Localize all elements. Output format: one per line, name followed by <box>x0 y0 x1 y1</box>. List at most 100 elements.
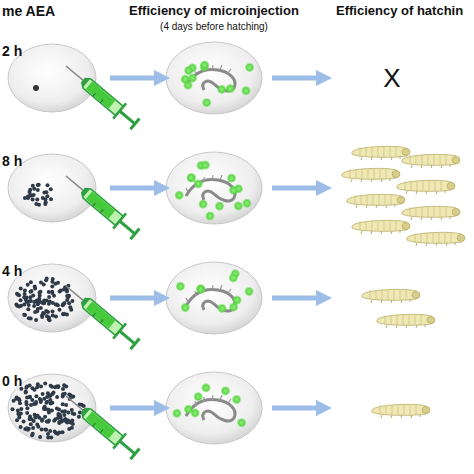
nucleus <box>24 386 28 390</box>
embryo <box>186 395 235 421</box>
nucleus <box>23 289 27 293</box>
column-heading: me AEA <box>2 4 55 19</box>
fluorescent-cell <box>205 211 215 221</box>
nucleus <box>70 299 74 303</box>
nucleus <box>52 294 56 298</box>
nucleus <box>34 394 38 398</box>
fluorescent-cell <box>242 198 252 208</box>
nucleus <box>54 315 58 319</box>
flow-arrow <box>272 290 332 306</box>
nucleus <box>57 431 61 435</box>
fluorescent-cell <box>244 287 254 297</box>
fluorescent-cell <box>228 185 238 195</box>
nucleus <box>40 428 44 432</box>
nucleus <box>39 384 43 388</box>
nucleus <box>77 415 81 419</box>
nucleus <box>25 426 29 430</box>
nucleus <box>53 385 57 389</box>
nucleus <box>43 407 47 411</box>
silkworm-larva <box>377 314 435 328</box>
nucleus <box>43 428 47 432</box>
nucleus <box>35 423 39 427</box>
nucleus <box>40 315 44 319</box>
nucleus <box>35 198 39 202</box>
nucleus <box>61 392 65 396</box>
nucleus <box>50 284 54 288</box>
nucleus <box>38 291 42 295</box>
nucleus <box>27 316 31 320</box>
nucleus <box>47 419 51 423</box>
flow-arrow <box>110 290 170 306</box>
egg <box>166 262 262 334</box>
fluorescent-cell <box>228 273 238 283</box>
nucleus <box>50 290 54 294</box>
fluorescent-cell <box>232 295 242 305</box>
nucleus <box>40 419 44 423</box>
column-subheading: (4 days before hatching) <box>160 21 268 32</box>
nucleus <box>32 193 36 197</box>
nucleus <box>30 289 34 293</box>
fluorescent-cell <box>180 303 190 313</box>
column-heading: Efficiency of microinjection <box>129 4 299 18</box>
syringe <box>60 58 142 131</box>
nucleus <box>28 383 32 387</box>
fluorescent-cell <box>200 60 210 70</box>
nucleus <box>15 292 19 296</box>
fluorescent-cell <box>217 84 227 94</box>
fluorescent-cell <box>187 173 197 183</box>
nucleus <box>17 397 21 401</box>
column-heading: Efficiency of hatchin <box>336 4 463 18</box>
nucleus <box>27 303 31 307</box>
nucleus <box>24 400 28 404</box>
fluorescent-cell <box>184 404 194 414</box>
fluorescent-cell <box>237 418 247 428</box>
fluorescent-cell <box>215 201 225 211</box>
silkworm-larva <box>407 232 465 246</box>
nucleus <box>58 290 62 294</box>
fluorescent-cell <box>225 84 235 94</box>
nucleus <box>28 417 32 421</box>
nucleus <box>29 403 33 407</box>
nucleus <box>57 420 61 424</box>
nucleus <box>45 314 49 318</box>
nucleus <box>19 298 23 302</box>
time-label: 4 h <box>2 264 22 279</box>
nucleus <box>61 303 65 307</box>
nucleus <box>56 416 60 420</box>
nucleus <box>39 306 43 310</box>
nucleus <box>46 391 50 395</box>
nucleus <box>82 404 86 408</box>
nucleus <box>32 304 36 308</box>
nucleus <box>30 398 34 402</box>
nucleus <box>55 407 59 411</box>
nucleus <box>45 276 49 280</box>
nucleus <box>54 302 58 306</box>
flow-arrow <box>110 400 170 416</box>
nucleus <box>42 282 46 286</box>
silkworm-larva <box>402 206 460 220</box>
nucleus <box>45 194 49 198</box>
nucleus <box>27 299 31 303</box>
silkworm-larva <box>342 168 400 182</box>
silkworm-larva <box>352 220 410 234</box>
nucleus <box>52 419 56 423</box>
flow-arrow <box>110 70 170 86</box>
nucleus <box>61 402 65 406</box>
fluorescent-cell <box>241 86 251 96</box>
nucleus <box>36 183 40 187</box>
nucleus <box>44 428 48 432</box>
fluorescent-cell <box>233 201 243 211</box>
nucleus <box>30 433 34 437</box>
nucleus <box>22 420 26 424</box>
nucleus <box>64 403 68 407</box>
syringe <box>60 388 142 461</box>
nucleus <box>31 184 35 188</box>
nucleus <box>17 305 21 309</box>
fluorescent-cell <box>217 303 227 313</box>
nucleus <box>22 313 26 317</box>
egg <box>166 152 262 224</box>
nucleus <box>47 408 51 412</box>
nucleus <box>11 407 15 411</box>
nucleus <box>71 422 75 426</box>
